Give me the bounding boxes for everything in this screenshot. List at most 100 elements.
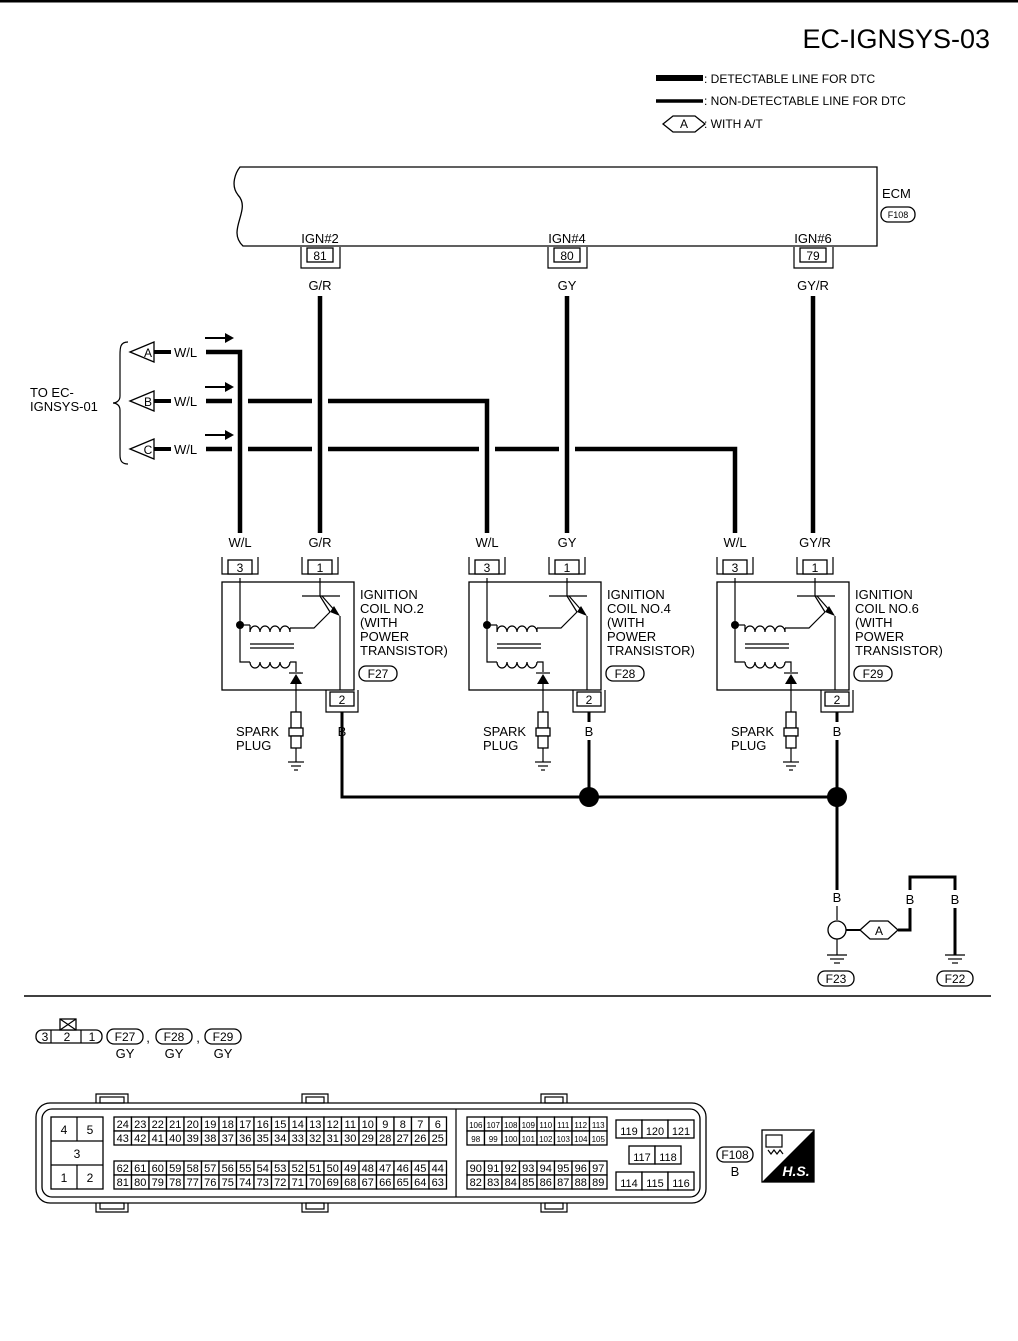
ecm-pin-cell: 116 xyxy=(667,1171,695,1191)
coil-name-line: COIL NO.6 xyxy=(855,601,919,616)
svg-text:,: , xyxy=(196,1030,200,1045)
coil-pin1: 1 xyxy=(317,561,324,575)
coil-name-line: TRANSISTOR) xyxy=(360,643,448,658)
spark-plug-icon xyxy=(783,711,799,771)
ecm-pin-cell: 100 xyxy=(501,1130,521,1146)
svg-text:31: 31 xyxy=(327,1133,339,1145)
coil-wire3-label: W/L xyxy=(475,535,498,550)
coil-pin1: 1 xyxy=(564,561,571,575)
ecm-pin-cell: 58 xyxy=(183,1160,203,1176)
svg-text:GY: GY xyxy=(558,278,577,293)
svg-text:101: 101 xyxy=(522,1135,536,1144)
svg-text:26: 26 xyxy=(414,1133,426,1145)
ecm-pin-cell: 13 xyxy=(305,1116,325,1132)
ecm-pin-cell: 104 xyxy=(571,1130,591,1146)
ecm-label: ECM xyxy=(882,186,911,201)
ecm-pin-cell: 46 xyxy=(393,1160,413,1176)
svg-text:108: 108 xyxy=(504,1121,518,1130)
ecm-pin-cell: 31 xyxy=(323,1130,343,1146)
ecm-pin-cell: 66 xyxy=(375,1174,395,1190)
ecm-pin-80: IGN#4 80 GY xyxy=(547,231,588,293)
coil-connector-ref: F27 xyxy=(368,667,389,681)
ref-c: C W/L xyxy=(128,430,234,460)
ecm-pin-cell: 19 xyxy=(200,1116,220,1132)
splice-2 xyxy=(827,787,847,807)
svg-text:64: 64 xyxy=(414,1177,426,1189)
ecm-pin-cell: 62 xyxy=(113,1160,133,1176)
ecm-pin-cell: 56 xyxy=(218,1160,238,1176)
spark-plug-icon xyxy=(288,711,304,771)
ecm-pin-cell: 37 xyxy=(218,1130,238,1146)
svg-text:99: 99 xyxy=(489,1135,498,1144)
svg-text:G/R: G/R xyxy=(308,278,331,293)
ecm-pin-cell: 49 xyxy=(340,1160,360,1176)
svg-text:F108: F108 xyxy=(721,1148,749,1162)
svg-text:21: 21 xyxy=(169,1119,181,1131)
coil-wire2-label: B xyxy=(833,724,842,739)
ecm-pin-cell: 11 xyxy=(340,1116,360,1132)
svg-text:6: 6 xyxy=(435,1119,441,1131)
svg-text:7: 7 xyxy=(417,1119,423,1131)
ecm-pin-cell: 57 xyxy=(200,1160,220,1176)
ecm-pin-cell: 114 xyxy=(615,1171,643,1191)
svg-text:41: 41 xyxy=(152,1133,164,1145)
svg-text:GY: GY xyxy=(214,1046,233,1061)
spark-plug-icon xyxy=(535,711,551,771)
ecm-pin-cell: 65 xyxy=(393,1174,413,1190)
ecm-pin-cell: 59 xyxy=(165,1160,185,1176)
svg-text:,: , xyxy=(146,1030,150,1045)
svg-text:81: 81 xyxy=(313,249,327,263)
svg-text:91: 91 xyxy=(487,1163,499,1175)
ground-bus xyxy=(340,720,837,799)
svg-text:IGN#4: IGN#4 xyxy=(548,231,586,246)
svg-text:104: 104 xyxy=(574,1135,588,1144)
svg-text:115: 115 xyxy=(646,1178,664,1190)
svg-text:IGNSYS-01: IGNSYS-01 xyxy=(30,399,98,414)
ecm-pin-cell: 44 xyxy=(428,1160,448,1176)
svg-text:40: 40 xyxy=(169,1133,181,1145)
svg-text:60: 60 xyxy=(152,1163,164,1175)
ecm-pin-79: IGN#6 79 GY/R xyxy=(793,231,834,293)
ecm-pin-cell: 71 xyxy=(288,1174,308,1190)
ecm-pin-cell: 77 xyxy=(183,1174,203,1190)
svg-text:14: 14 xyxy=(292,1119,304,1131)
ecm-pin-cell: 103 xyxy=(553,1130,573,1146)
svg-text:107: 107 xyxy=(487,1121,501,1130)
svg-text:12: 12 xyxy=(327,1119,339,1131)
ref-a: A W/L xyxy=(128,333,234,363)
coil-connector-ref: F29 xyxy=(863,667,884,681)
svg-text:78: 78 xyxy=(169,1177,181,1189)
svg-text:F22: F22 xyxy=(945,972,966,986)
ecm-pin-cell: 78 xyxy=(165,1174,185,1190)
ecm-pin-cell: 14 xyxy=(288,1116,308,1132)
svg-text:35: 35 xyxy=(257,1133,269,1145)
svg-text:76: 76 xyxy=(204,1177,216,1189)
svg-text:119: 119 xyxy=(620,1126,638,1138)
svg-text:118: 118 xyxy=(659,1152,677,1164)
svg-text:11: 11 xyxy=(345,1119,356,1131)
svg-text:89: 89 xyxy=(592,1177,604,1189)
coil-wire2-label: B xyxy=(585,724,594,739)
ecm-pin-cell: 90 xyxy=(466,1160,486,1176)
ecm-pin-cell: 72 xyxy=(270,1174,290,1190)
ecm-pin-cell: 63 xyxy=(428,1174,448,1190)
ecm-pin-cell: 82 xyxy=(466,1174,486,1190)
svg-text:30: 30 xyxy=(344,1133,356,1145)
ecm-pin-cell: 81 xyxy=(113,1174,133,1190)
svg-text:F23: F23 xyxy=(826,972,847,986)
svg-text:W/L: W/L xyxy=(174,442,197,457)
ecm-pin-cell: 42 xyxy=(130,1130,150,1146)
ecm-pin-cell: 102 xyxy=(536,1130,556,1146)
svg-text:20: 20 xyxy=(187,1119,199,1131)
svg-text:43: 43 xyxy=(117,1133,129,1145)
spark-plug-label: PLUG xyxy=(483,738,518,753)
svg-text:109: 109 xyxy=(522,1121,536,1130)
svg-text:82: 82 xyxy=(470,1177,482,1189)
svg-text:88: 88 xyxy=(575,1177,587,1189)
svg-text:79: 79 xyxy=(806,249,820,263)
svg-text:A: A xyxy=(875,924,883,938)
svg-text:67: 67 xyxy=(362,1177,374,1189)
